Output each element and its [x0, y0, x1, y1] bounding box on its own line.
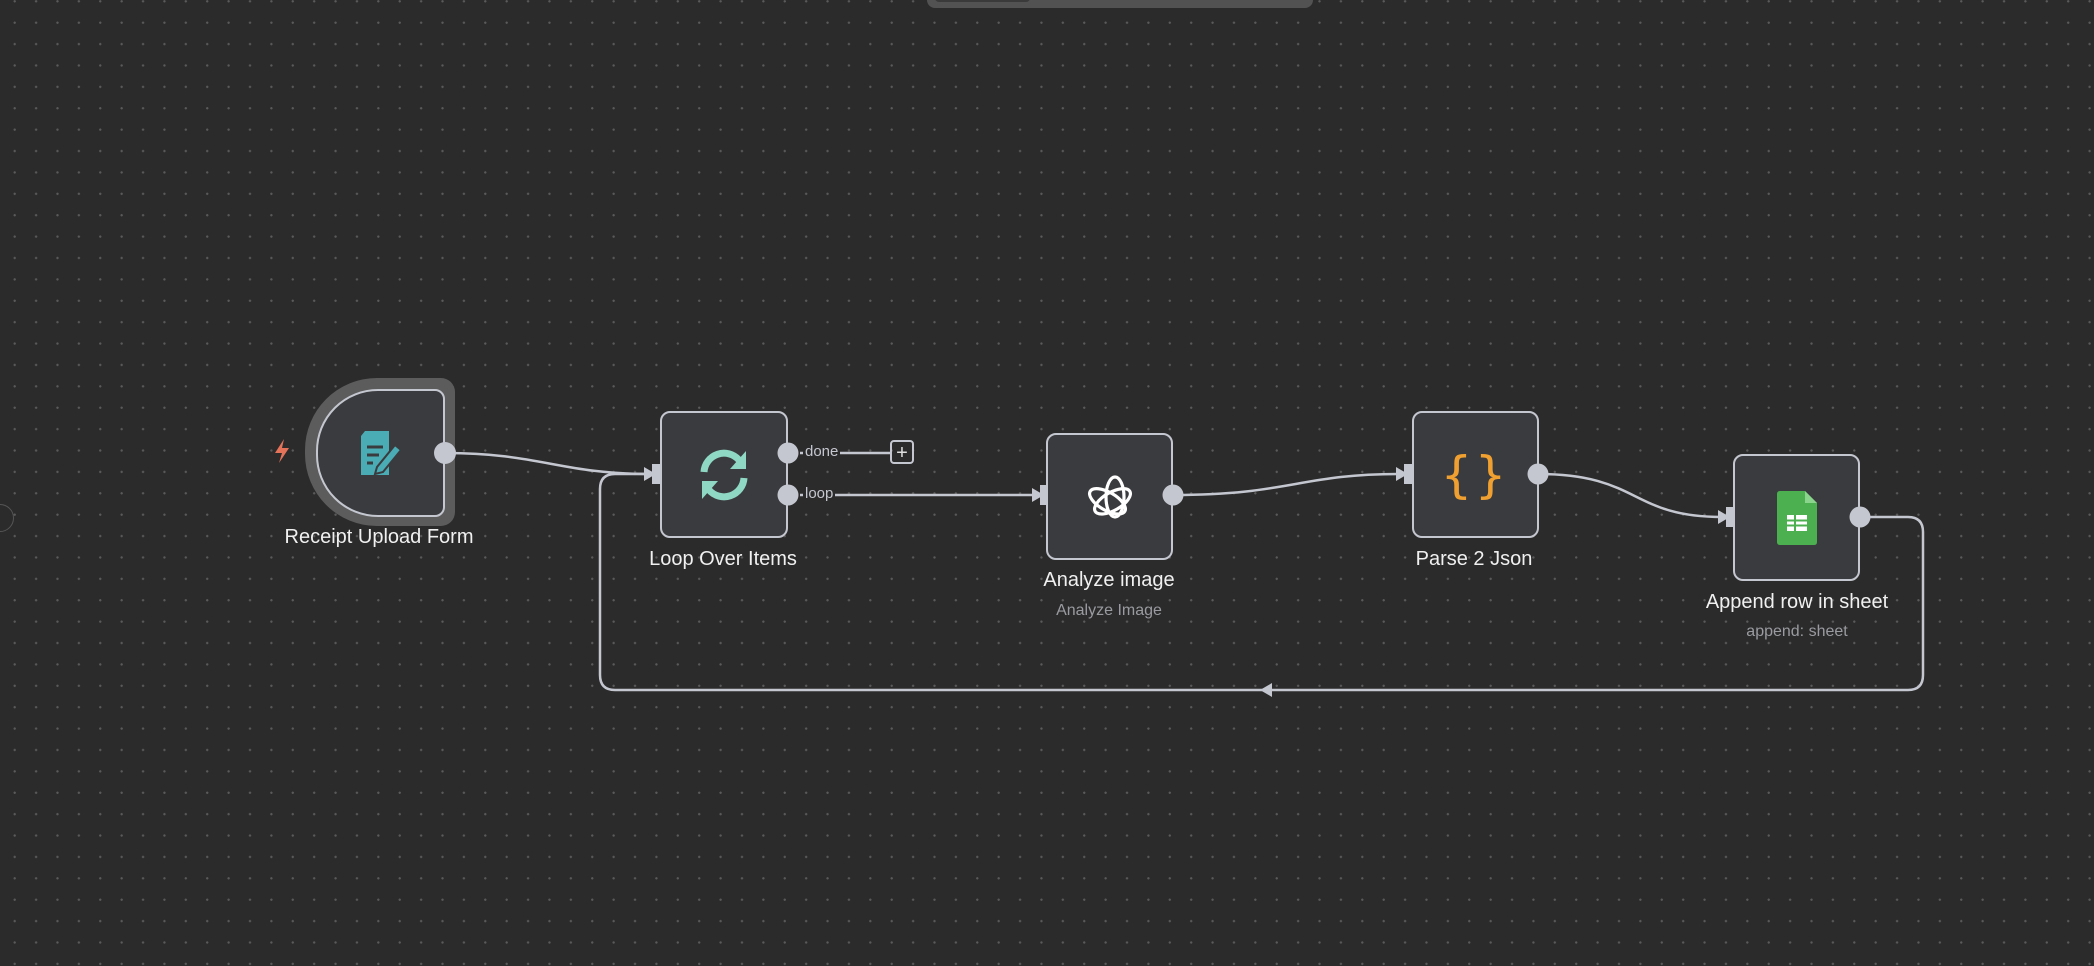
loopback-arrow: [1260, 683, 1272, 697]
output-handle[interactable]: [432, 440, 458, 466]
output-label-done: done: [803, 443, 841, 460]
node-loop-over-items[interactable]: [660, 411, 788, 538]
node-receipt-upload-form[interactable]: [316, 389, 445, 517]
arrow-parse-input: [1396, 467, 1408, 481]
output-handle[interactable]: [1161, 483, 1185, 507]
openai-icon: [1087, 474, 1132, 519]
arrow-loop-input: [644, 467, 656, 481]
trigger-bolt-icon: [275, 439, 289, 463]
arrow-analyze-input: [1032, 488, 1044, 502]
input-handle[interactable]: [1400, 464, 1414, 484]
node-label: Parse 2 Json: [1415, 548, 1533, 570]
google-sheets-icon: [1776, 490, 1817, 545]
add-node-button[interactable]: +: [890, 440, 914, 464]
top-toolbar[interactable]: [927, 0, 1313, 8]
code-braces-icon: {}: [1441, 445, 1510, 504]
loop-icon: [700, 449, 748, 500]
form-icon: [360, 431, 402, 476]
node-subtitle: Analyze Image: [1056, 602, 1162, 619]
node-parse-2-json[interactable]: {}: [1412, 411, 1539, 538]
node-label: Receipt Upload Form: [284, 526, 474, 548]
node-subtitle: append: sheet: [1746, 623, 1848, 640]
node-label: Append row in sheet: [1705, 591, 1889, 613]
output-handle[interactable]: [1848, 505, 1872, 529]
arrow-append-input: [1718, 510, 1730, 524]
node-label: Analyze image: [1043, 569, 1175, 591]
input-handle[interactable]: [1036, 485, 1050, 505]
output-handle-loop[interactable]: [776, 483, 800, 507]
node-analyze-image[interactable]: [1046, 433, 1173, 560]
input-handle[interactable]: [1722, 507, 1736, 527]
edge-form-to-loop: [444, 451, 651, 476]
input-handle[interactable]: [648, 464, 662, 484]
edge-analyze-to-parse: [1172, 472, 1401, 497]
node-label: Loop Over Items: [649, 548, 797, 570]
node-append-row-in-sheet[interactable]: [1733, 454, 1860, 581]
edge-parse-to-append: [1537, 472, 1723, 519]
output-label-loop: loop: [803, 485, 836, 502]
toolbar-tab[interactable]: [935, 0, 1030, 2]
output-handle-done[interactable]: [776, 441, 800, 465]
output-handle[interactable]: [1526, 462, 1550, 486]
